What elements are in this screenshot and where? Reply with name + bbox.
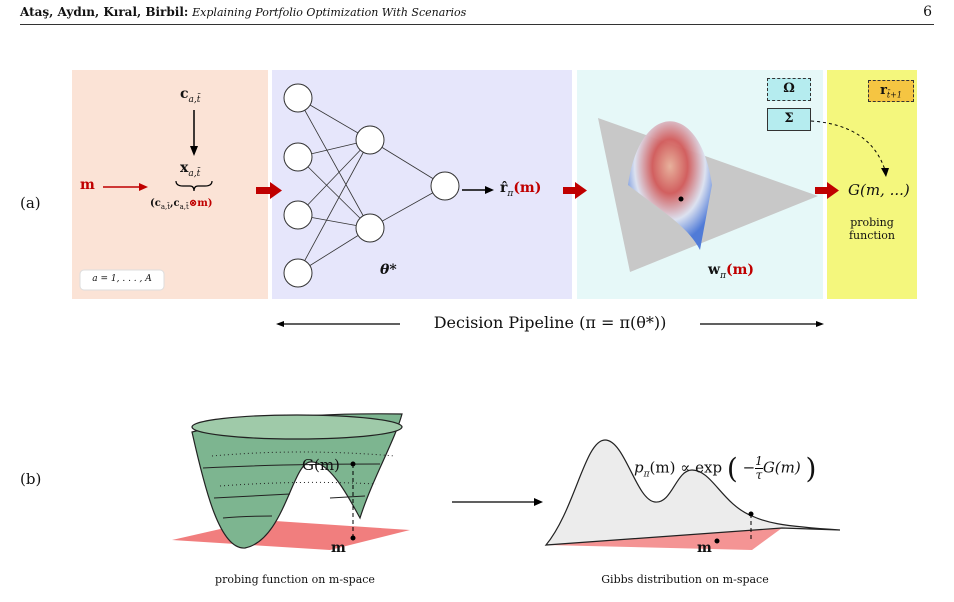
level-curves xyxy=(202,463,381,519)
hidden-node xyxy=(355,213,385,243)
feature-arrowhead xyxy=(190,146,198,156)
dependency-arrowhead xyxy=(881,168,889,177)
panel-b-diagram xyxy=(172,413,841,550)
pipeline-label: Decision Pipeline (π = π(θ*)) xyxy=(433,313,667,332)
running-header: Ataş, Aydın, Kıral, Birbil: Explaining P… xyxy=(20,0,934,25)
hidden-level-curves xyxy=(211,451,396,487)
feature-expansion: (ca,t̄,ca,t̄⊗m) xyxy=(150,198,213,211)
page-number: 6 xyxy=(923,4,932,20)
input-node xyxy=(283,83,313,113)
transform-arrowhead xyxy=(534,498,543,506)
objective-surface xyxy=(628,121,712,250)
surface-rim xyxy=(191,414,403,440)
network-parameters: θ* xyxy=(380,262,397,278)
m-label-left: m xyxy=(331,540,346,556)
portfolio-weights: wπ(m) xyxy=(708,262,755,281)
feature-panel xyxy=(72,70,268,299)
caption-left: probing function on m-space xyxy=(215,573,375,586)
input-m-label: m xyxy=(80,177,95,193)
omega-box: Ω xyxy=(767,78,811,101)
input-node xyxy=(283,258,313,288)
header-authors: Ataş, Aydın, Kıral, Birbil: xyxy=(20,5,189,19)
input-node xyxy=(283,142,313,172)
m-point-right xyxy=(714,538,720,544)
dependency-arrow xyxy=(810,120,886,171)
pipeline-arrowhead-right xyxy=(816,321,824,327)
probing-panel xyxy=(827,70,917,299)
m-label-right: m xyxy=(697,540,712,556)
next-returns-box: rt̄+1 xyxy=(868,80,914,102)
optimal-point xyxy=(678,196,684,202)
sigma-box: Σ xyxy=(767,108,811,131)
index-range-label: a = 1, . . . , A xyxy=(92,274,152,284)
pipeline-arrows xyxy=(256,182,839,199)
pipeline-arrowhead-left xyxy=(276,321,284,327)
header-title: Explaining Portfolio Optimization With S… xyxy=(192,6,467,19)
surface-value-label: G(m) xyxy=(302,456,340,474)
panel-b-label: (b) xyxy=(20,470,42,488)
output-arrowhead xyxy=(485,186,494,194)
probing-function-symbol: G(m, ...) xyxy=(848,181,910,199)
feature-x-label: xa,t̄ xyxy=(180,160,201,179)
m-space-plane-left xyxy=(172,520,410,550)
caption-right: Gibbs distribution on m-space xyxy=(601,573,769,586)
hidden-node xyxy=(355,125,385,155)
panel-a-label: (a) xyxy=(20,194,41,212)
probing-function-label: probing function xyxy=(848,216,896,242)
surface-point xyxy=(350,461,356,467)
underbrace xyxy=(175,180,213,192)
probing-surface xyxy=(191,413,403,549)
output-node xyxy=(430,171,460,201)
input-node xyxy=(283,200,313,230)
predicted-returns: r̂π(m) xyxy=(500,180,542,199)
density-point xyxy=(748,511,754,517)
panel-a-diagram xyxy=(79,83,889,327)
feature-c-label: ca,t̄ xyxy=(180,86,201,105)
network-nodes xyxy=(283,83,460,288)
network-panel xyxy=(272,70,572,299)
index-range-box xyxy=(79,269,165,291)
input-arrowhead xyxy=(139,183,148,191)
network-edges xyxy=(297,97,446,274)
m-point-left xyxy=(350,535,356,541)
gibbs-density xyxy=(544,439,841,546)
